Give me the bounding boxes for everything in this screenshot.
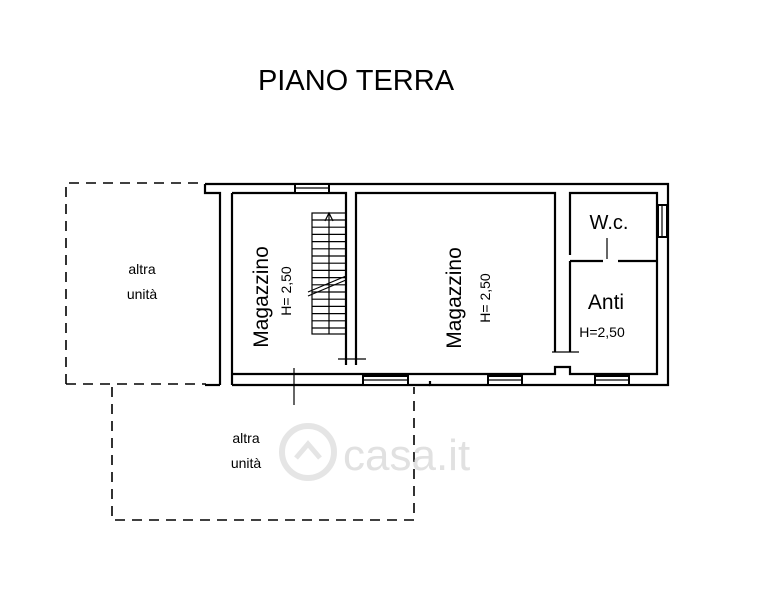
watermark: casa.it xyxy=(279,423,470,481)
room-magazzino-left-height: H= 2,50 xyxy=(278,266,294,316)
other-unit-bottom-outline xyxy=(111,387,415,521)
other-unit-left-label-line1: altra xyxy=(128,261,155,277)
other-unit-left-outline xyxy=(65,182,205,384)
windows xyxy=(294,183,668,386)
other-unit-bottom-label-line1: altra xyxy=(232,430,259,446)
room-magazzino-center-height: H= 2,50 xyxy=(477,273,493,323)
room-anti-name: Anti xyxy=(588,291,624,314)
other-unit-bottom-label-line2: unità xyxy=(231,455,262,471)
room-magazzino-left-name: Magazzino xyxy=(250,246,273,348)
watermark-text: casa.it xyxy=(343,431,470,480)
staircase xyxy=(307,211,347,335)
exterior-walls xyxy=(203,182,670,387)
room-anti-height: H=2,50 xyxy=(579,324,625,340)
other-unit-left-label-line2: unità xyxy=(127,286,158,302)
door-marks xyxy=(293,238,608,405)
plan-title: PIANO TERRA xyxy=(258,65,455,97)
room-magazzino-center-name: Magazzino xyxy=(443,247,466,349)
room-wc-name: W.c. xyxy=(590,212,629,234)
